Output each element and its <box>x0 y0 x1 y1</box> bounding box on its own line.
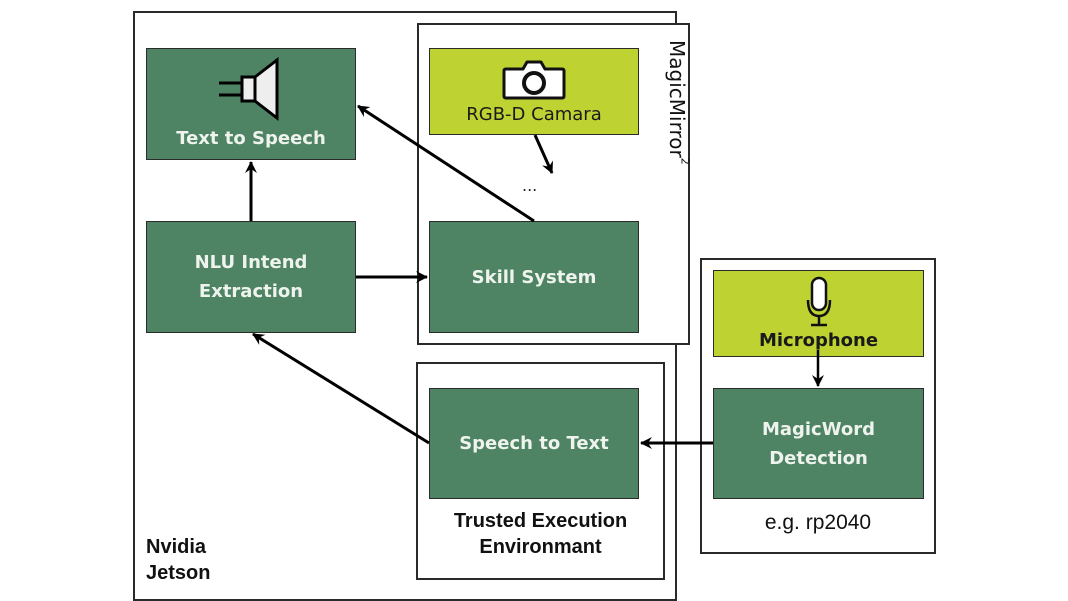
magicword-label-line1: MagicWord <box>761 418 876 440</box>
nlu-intent-extraction-node[interactable]: NLU Intend Extraction <box>146 221 356 333</box>
speech-to-text-label: Speech to Text <box>459 433 609 454</box>
jetson-label-line1: Nvidia <box>146 536 207 558</box>
microphone-node[interactable]: Microphone <box>713 270 924 357</box>
rp2040-label: e.g. rp2040 <box>764 511 872 534</box>
skill-system-label: Skill System <box>471 266 597 288</box>
rgbd-camera-label: RGB-D Camara <box>466 103 602 125</box>
magicmirror-superscript: 2 <box>678 157 692 165</box>
text-to-speech-label: Text to Speech <box>176 127 326 149</box>
magicmirror-label: MagicMirror2 <box>665 40 692 165</box>
speaker-icon <box>219 56 279 121</box>
tee-label-line1: Trusted Execution <box>453 510 628 532</box>
nlu-label-line1: NLU Intend <box>194 252 308 273</box>
microphone-label: Microphone <box>758 330 879 351</box>
camera-icon <box>502 60 566 99</box>
jetson-label: Nvidia Jetson <box>146 534 210 586</box>
rgbd-camera-node[interactable]: RGB-D Camara <box>429 48 639 135</box>
more-skills-ellipsis: ... <box>522 176 538 195</box>
nlu-label-line2: Extraction <box>198 281 304 302</box>
microphone-icon <box>806 276 831 327</box>
magicword-detection-node[interactable]: MagicWord Detection <box>713 388 924 499</box>
magicmirror-label-text: MagicMirror <box>665 40 689 158</box>
tee-label-line2: Environmant <box>479 536 602 558</box>
tee-label: Trusted Execution Environmant <box>416 508 665 560</box>
jetson-label-line2: Jetson <box>146 562 211 584</box>
speech-to-text-node[interactable]: Speech to Text <box>429 388 639 499</box>
text-to-speech-node[interactable]: Text to Speech <box>146 48 356 160</box>
skill-system-node[interactable]: Skill System <box>429 221 639 333</box>
magicword-label-line2: Detection <box>769 447 868 469</box>
